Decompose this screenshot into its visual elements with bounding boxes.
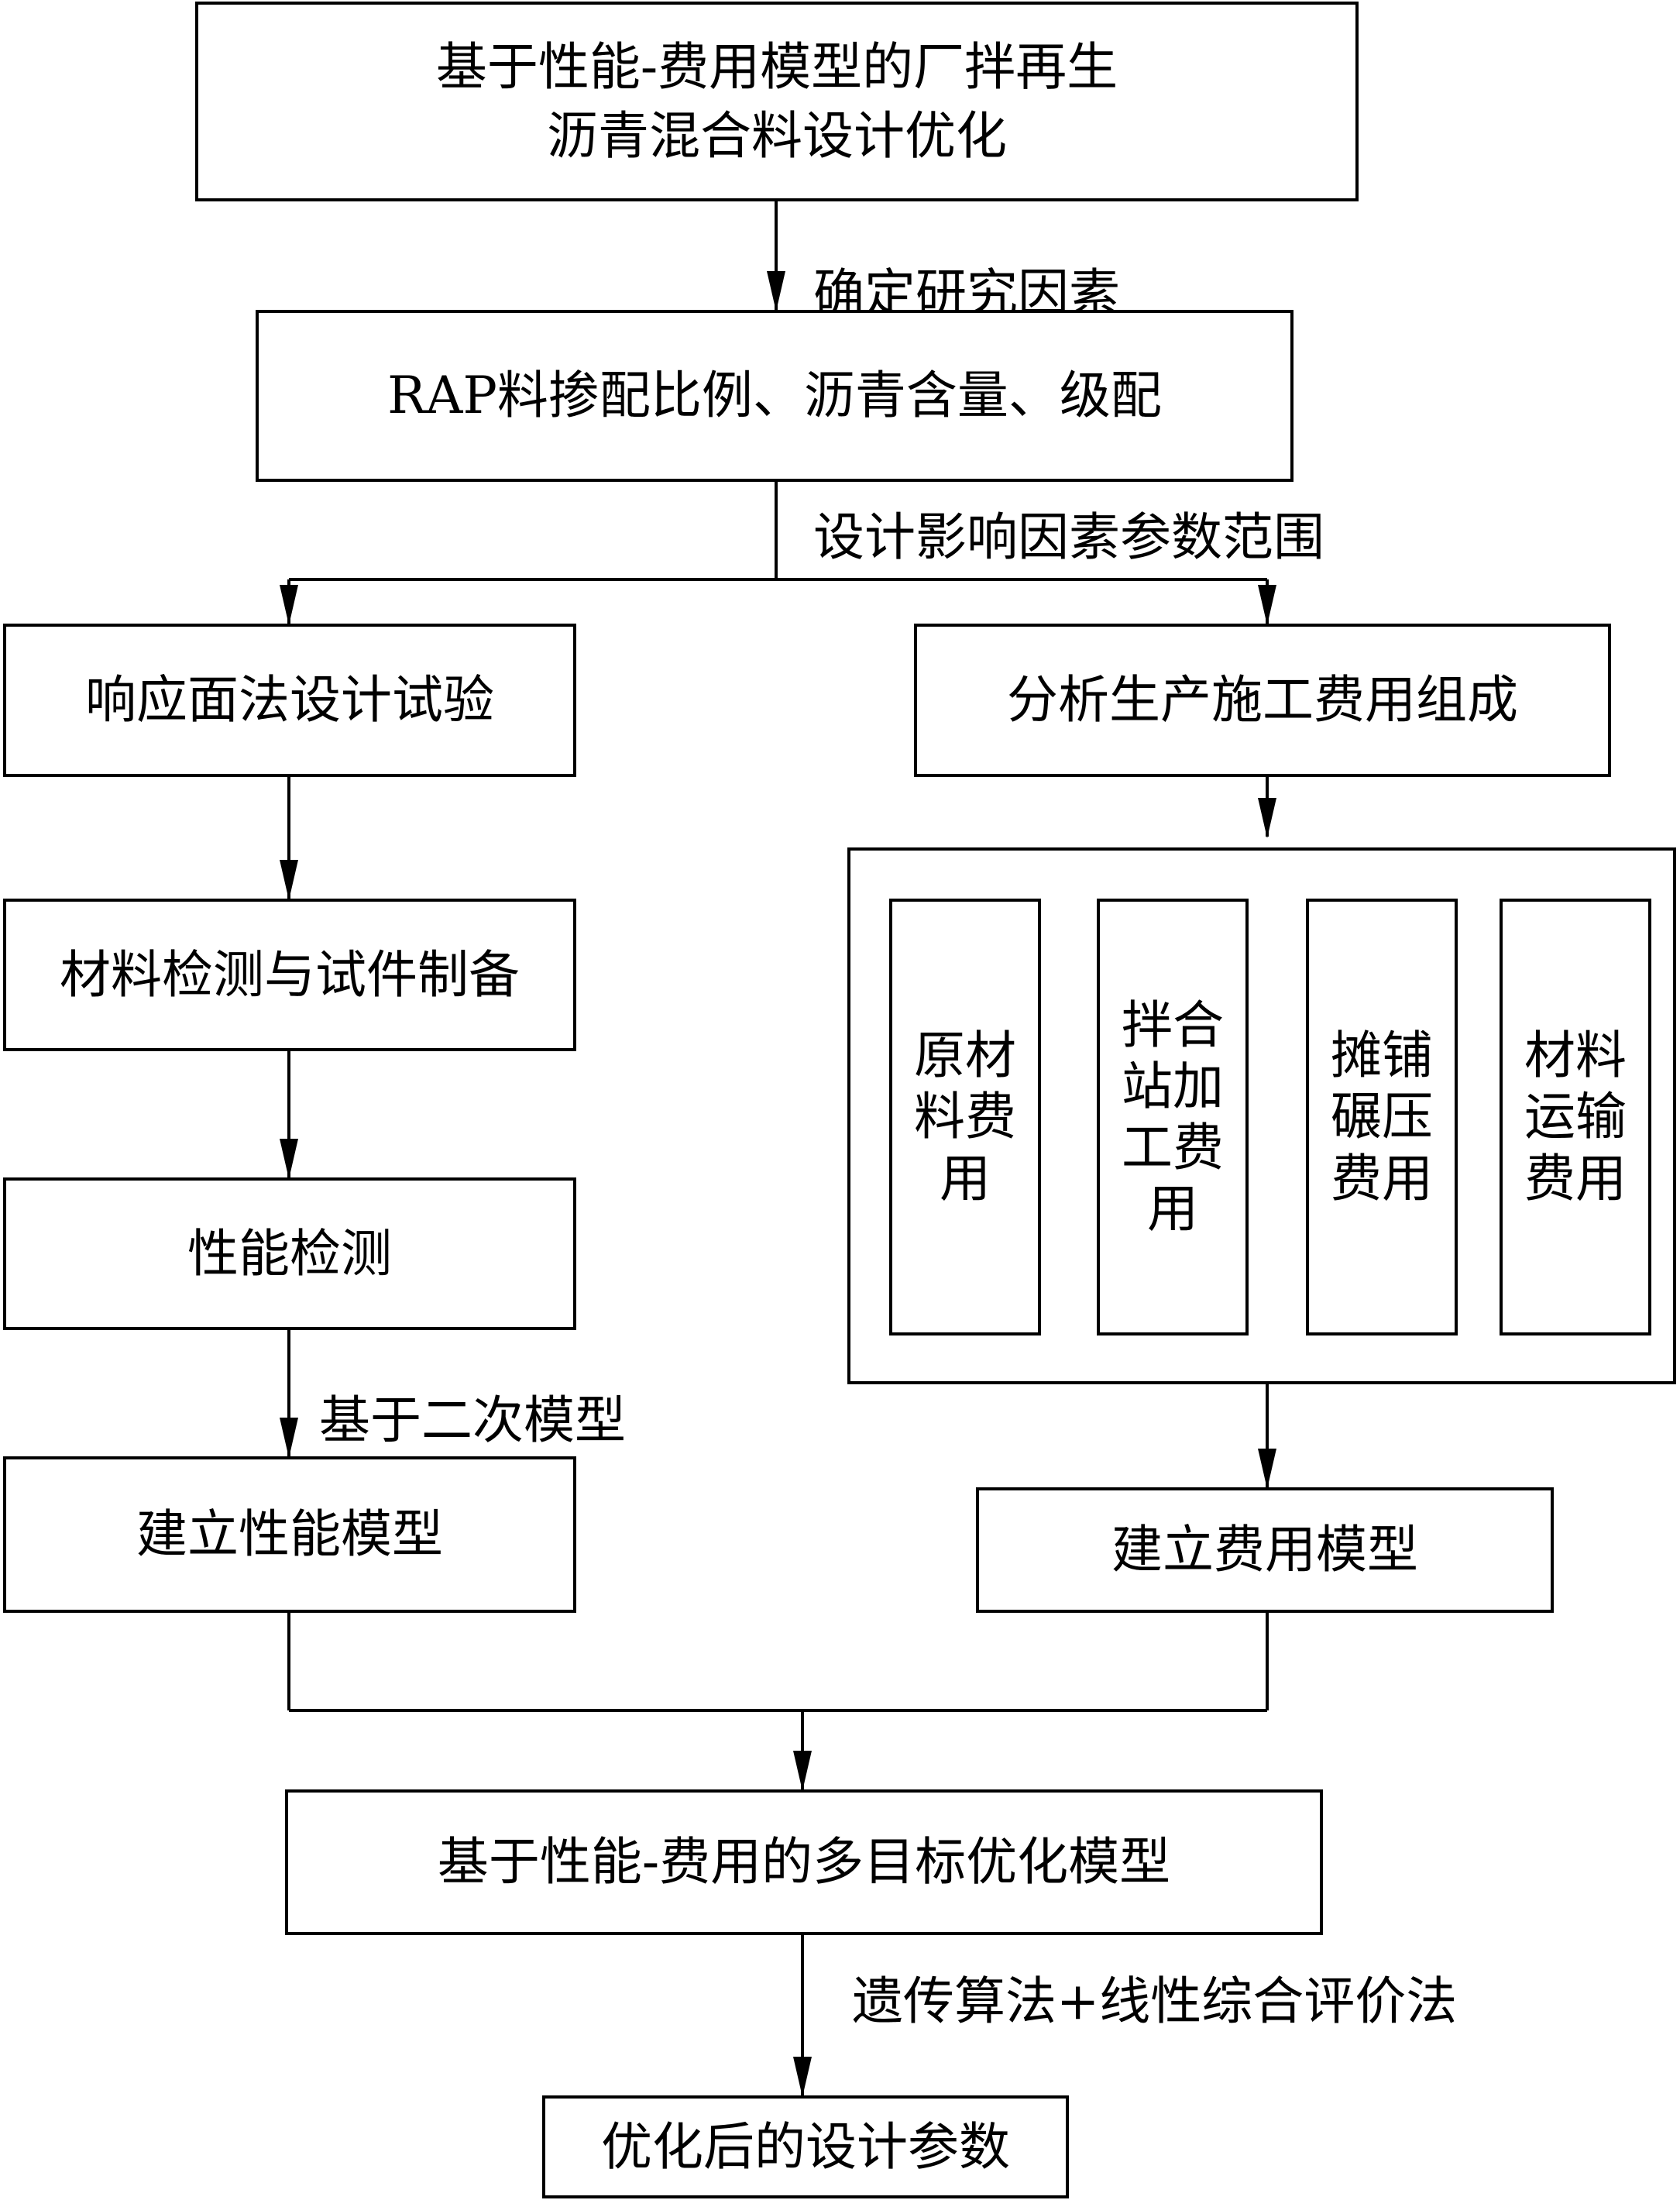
cost-item-label: 材料运输费用 xyxy=(1524,1026,1627,1208)
cost-item-label: 原材料费用 xyxy=(914,1026,1016,1208)
node-cost-item: 摊铺碾压费用 xyxy=(1306,899,1458,1335)
node-factors: RAP料掺配比例、沥青含量、级配 xyxy=(256,310,1293,482)
node-top-title-line1: 基于性能-费用模型的厂拌再生 xyxy=(435,36,1118,97)
node-result: 优化后的设计参数 xyxy=(542,2095,1069,2198)
node-cost-item: 原材料费用 xyxy=(889,899,1041,1335)
node-top-title-line2: 沥青混合料设计优化 xyxy=(547,106,1007,166)
node-performance-model: 建立性能模型 xyxy=(3,1456,576,1613)
node-cost-item: 材料运输费用 xyxy=(1500,899,1651,1335)
edge-label-design-ranges: 设计影响因素参数范围 xyxy=(813,507,1324,567)
cost-item-label: 摊铺碾压费用 xyxy=(1331,1026,1433,1208)
node-cost-item: 拌合站加工费用 xyxy=(1097,899,1249,1335)
edge-label-algorithm: 遗传算法+线性综合评价法 xyxy=(852,1971,1458,2031)
arrowhead-cost-model xyxy=(1258,1449,1276,1489)
node-top-title: 基于性能-费用模型的厂拌再生 沥青混合料设计优化 xyxy=(195,2,1359,201)
arrowhead-multi-objective xyxy=(793,1751,812,1791)
edge-label-quadratic-model: 基于二次模型 xyxy=(319,1390,626,1450)
node-multi-objective: 基于性能-费用的多目标优化模型 xyxy=(285,1789,1323,1935)
arrowhead-result xyxy=(793,2057,812,2097)
node-rsm: 响应面法设计试验 xyxy=(3,624,576,777)
arrowhead-material xyxy=(280,860,298,900)
arrowhead-cost-analysis xyxy=(1258,585,1276,625)
cost-item-label: 拌合站加工费用 xyxy=(1122,995,1224,1239)
arrowhead-factors xyxy=(767,271,785,311)
node-material-test: 材料检测与试件制备 xyxy=(3,899,576,1051)
arrowhead-performance-model xyxy=(280,1418,298,1458)
node-cost-model: 建立费用模型 xyxy=(976,1487,1554,1613)
node-cost-analysis: 分析生产施工费用组成 xyxy=(914,624,1611,777)
arrowhead-cost-items xyxy=(1258,798,1276,838)
node-performance-test: 性能检测 xyxy=(3,1177,576,1330)
arrowhead-rsm xyxy=(280,585,298,625)
arrowhead-performance xyxy=(280,1139,298,1179)
